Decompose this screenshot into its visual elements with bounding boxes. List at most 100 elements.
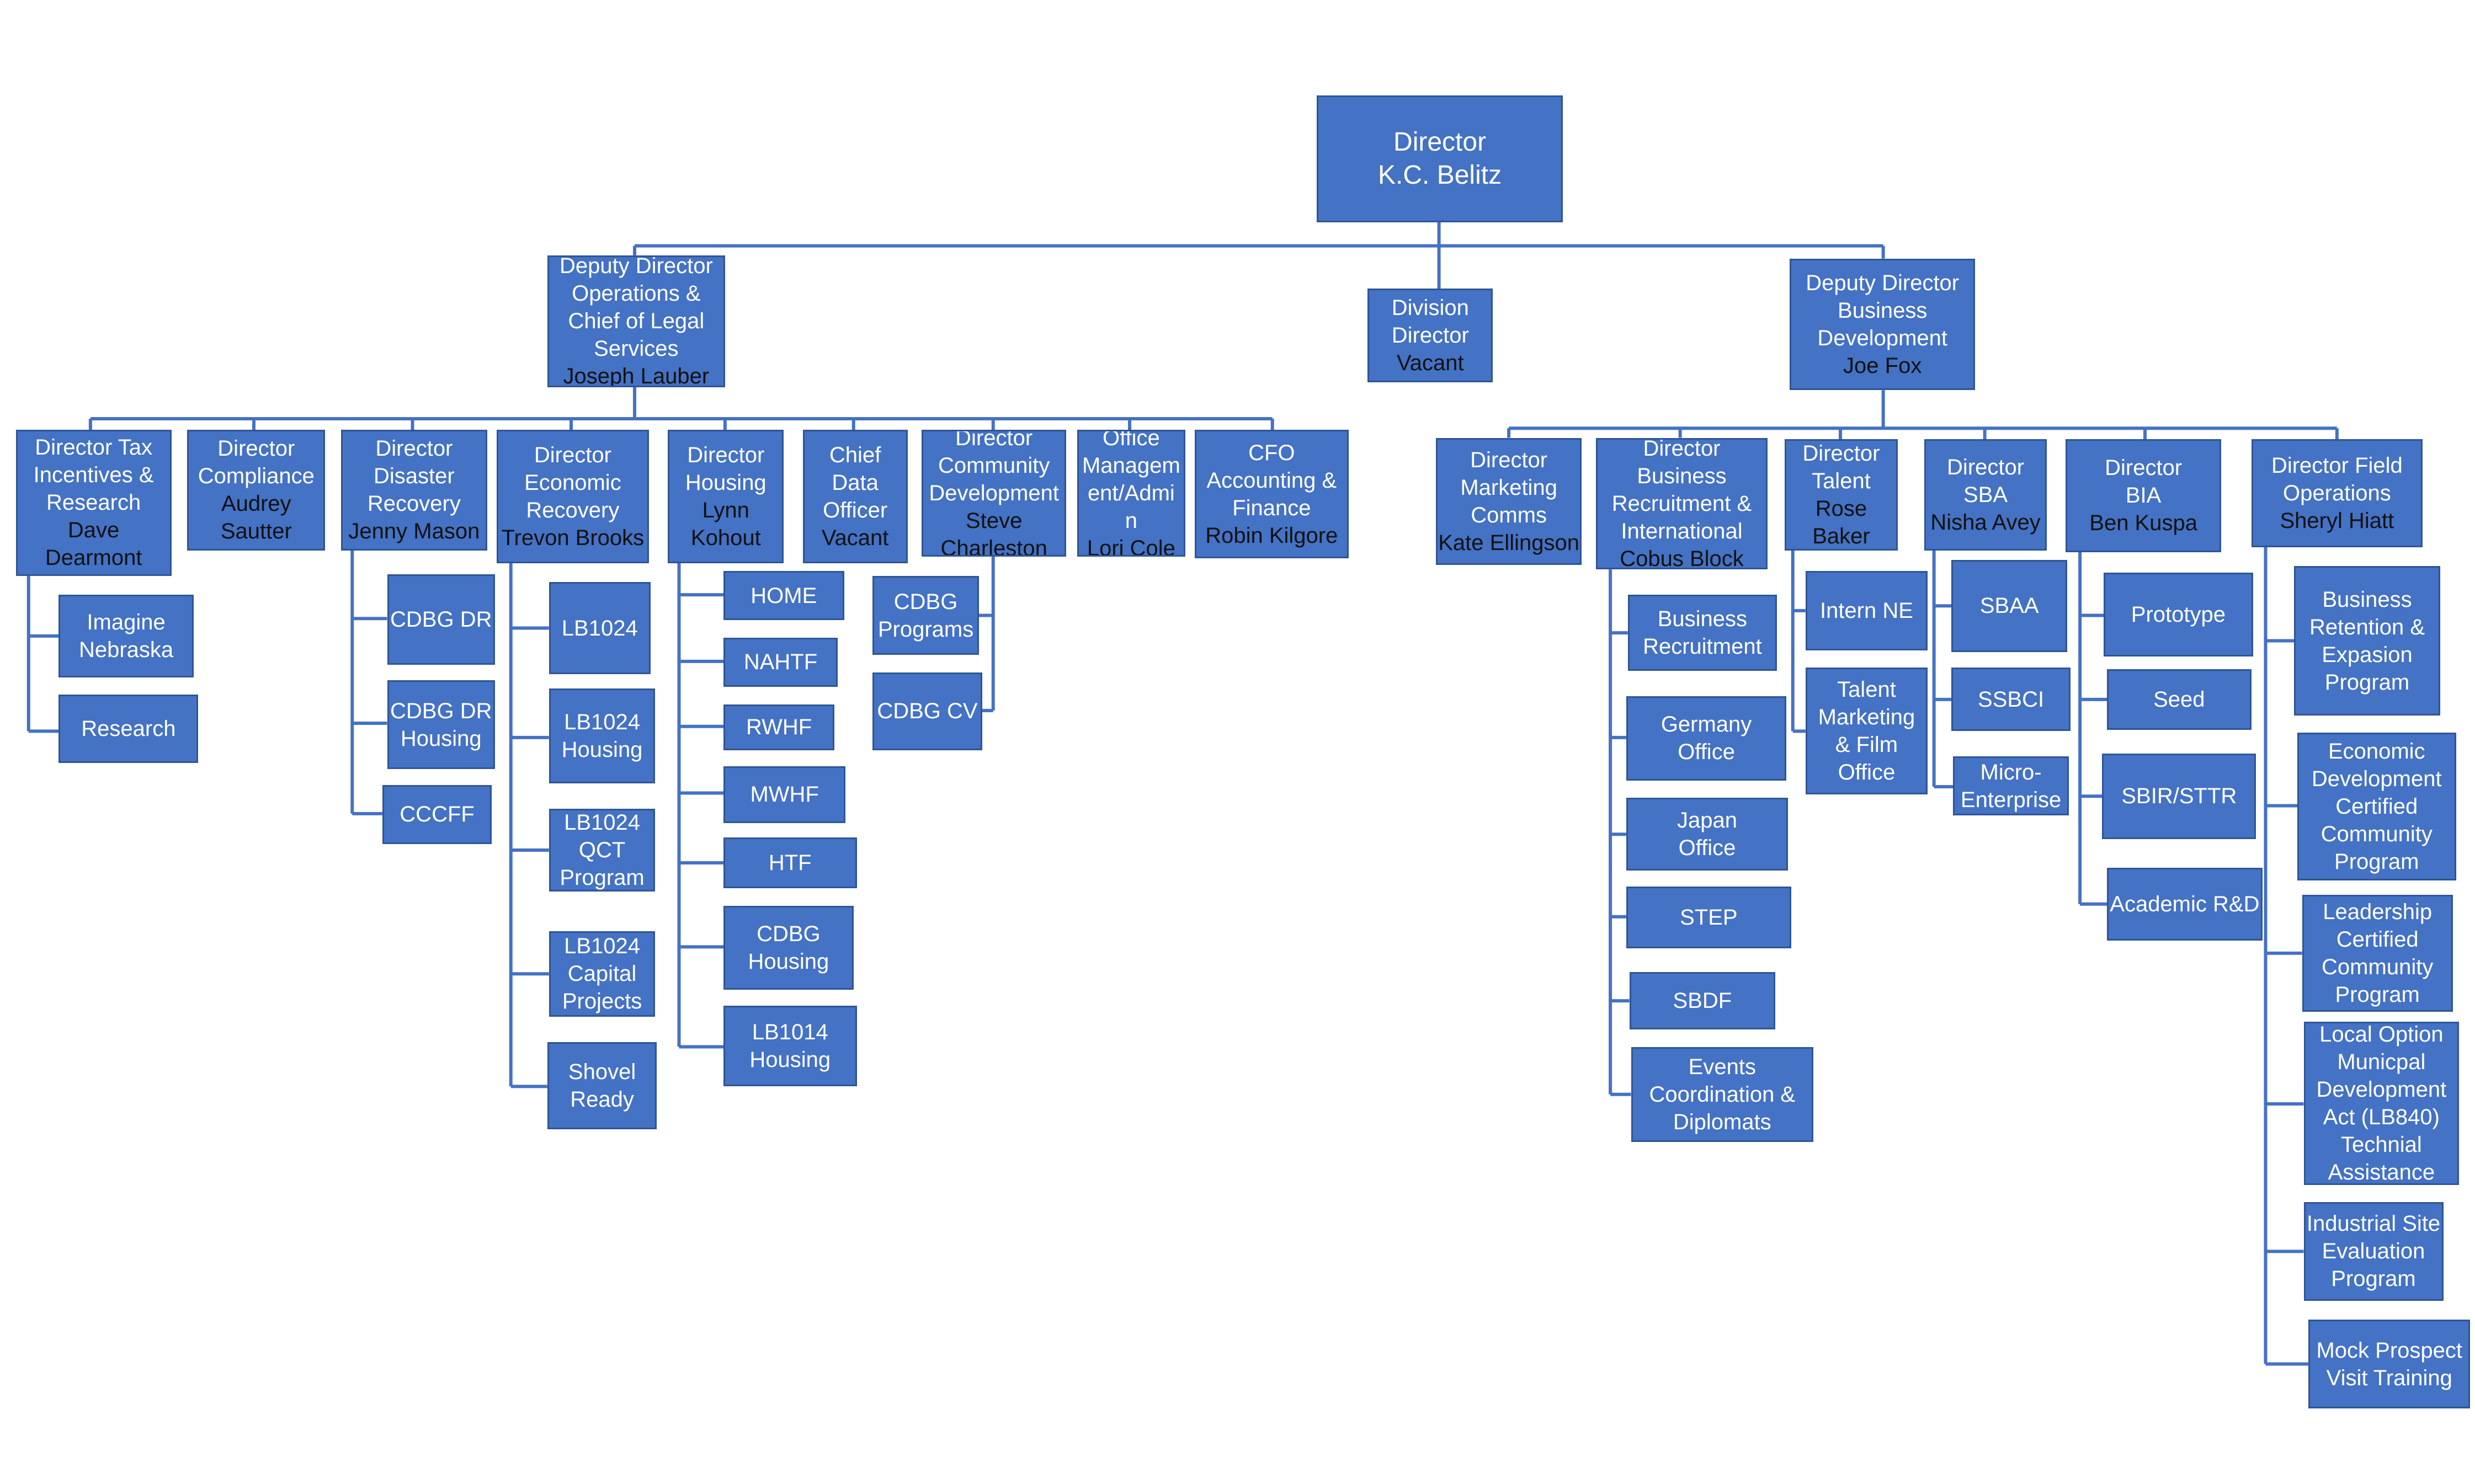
- org-box-micro: Micro-Enterprise: [1953, 756, 2069, 815]
- box-title-line: CDBG CV: [877, 699, 978, 724]
- box-title-line: Germany: [1660, 712, 1752, 737]
- box-title-line: Talent: [1837, 677, 1896, 702]
- org-box-academic: Academic R&D: [2107, 867, 2263, 941]
- box-title-line: Incentives &: [33, 463, 154, 488]
- box-person-name: Vacant: [821, 525, 889, 550]
- box-title-line: Community: [2320, 821, 2433, 846]
- box-title-line: Retention &: [2309, 615, 2425, 639]
- box-title-line: LB1024: [561, 616, 638, 640]
- box-title-line: Office: [1678, 740, 1735, 765]
- box-title-line: Development: [2316, 1077, 2447, 1102]
- box-title-line: Projects: [562, 989, 642, 1014]
- box-person-name: Audrey: [221, 492, 291, 516]
- box-title-line: LB1024: [564, 710, 641, 734]
- box-title-line: Director: [1470, 447, 1548, 472]
- box-person-name: K.C. Belitz: [1378, 160, 1502, 190]
- box-title-line: Business: [2322, 587, 2412, 612]
- box-person-name: Lori Cole: [1087, 536, 1175, 557]
- box-title-line: CCCFF: [400, 802, 475, 827]
- box-title-line: HOME: [751, 583, 817, 608]
- box-title-line: Local Option: [2319, 1022, 2444, 1047]
- box-title-line: Municpal: [2337, 1049, 2426, 1074]
- box-title-line: RWHF: [746, 715, 812, 740]
- box-person-name: Nisha Avey: [1930, 510, 2041, 535]
- box-person-name: Robin Kilgore: [1205, 523, 1338, 548]
- box-title-line: Housing: [400, 726, 482, 751]
- box-person-name: Sautter: [220, 519, 292, 544]
- box-title-line: Compliance: [198, 464, 315, 489]
- org-box-htf: HTF: [723, 837, 857, 888]
- box-title-line: Enterprise: [1960, 787, 2062, 812]
- box-title-line: Housing: [561, 738, 643, 762]
- org-box-intern-ne: Intern NE: [1805, 571, 1928, 650]
- box-title-line: Nebraska: [78, 637, 174, 662]
- box-title-line: Chief of Legal: [568, 309, 705, 334]
- box-title-line: Business: [1637, 463, 1727, 488]
- box-title-line: Talent: [1812, 469, 1871, 493]
- box-title-line: QCT: [578, 838, 626, 862]
- org-box-cccff: CCCFF: [382, 785, 492, 844]
- box-person-name: Ben Kuspa: [2089, 511, 2197, 536]
- box-title-line: SBA: [1963, 483, 2008, 507]
- box-person-name: Trevon Brooks: [501, 525, 645, 550]
- box-person-name: Lynn: [702, 498, 749, 522]
- org-box-rwhf: RWHF: [723, 704, 835, 750]
- box-title-line: Ready: [570, 1087, 634, 1112]
- box-title-line: Program: [560, 866, 645, 890]
- box-title-line: Director: [375, 436, 453, 461]
- box-title-line: SBAA: [1979, 594, 2039, 618]
- box-person-name: Dave: [67, 518, 120, 543]
- box-title-line: Economic: [2328, 739, 2425, 764]
- box-title-line: Marketing: [1460, 475, 1557, 500]
- box-title-line: Capital: [567, 962, 637, 986]
- box-title-line: Chief: [829, 442, 881, 467]
- box-person-name: Joe Fox: [1843, 353, 1922, 378]
- box-title-line: Director: [1643, 437, 1721, 461]
- box-title-line: Director: [1393, 127, 1487, 157]
- box-title-line: Director: [1391, 323, 1469, 348]
- box-title-line: Events: [1688, 1054, 1756, 1079]
- box-title-line: Managem: [1082, 453, 1180, 478]
- box-person-name: Dearmont: [45, 546, 142, 570]
- box-title-line: Director: [955, 430, 1033, 451]
- box-title-line: Division: [1391, 296, 1469, 321]
- box-title-line: & Film: [1835, 733, 1898, 757]
- org-box-seed: Seed: [2107, 669, 2252, 730]
- box-title-line: NAHTF: [743, 650, 818, 675]
- box-title-line: Program: [2324, 670, 2410, 695]
- box-title-line: Operations &: [572, 281, 701, 306]
- box-title-line: Recruitment &: [1611, 491, 1752, 516]
- box-title-line: Imagine: [87, 610, 166, 634]
- box-title-line: Assistance: [2328, 1160, 2435, 1184]
- box-title-line: CDBG: [757, 921, 821, 946]
- box-title-line: SBDF: [1673, 989, 1732, 1013]
- box-title-line: Director: [1802, 441, 1880, 466]
- box-title-line: HTF: [768, 851, 812, 875]
- org-box-prototype: Prototype: [2104, 572, 2253, 657]
- org-box-ssbci: SSBCI: [1951, 668, 2071, 732]
- box-title-line: Director: [1947, 455, 2025, 479]
- box-title-line: SBIR/STTR: [2121, 784, 2237, 809]
- box-title-line: International: [1621, 519, 1743, 543]
